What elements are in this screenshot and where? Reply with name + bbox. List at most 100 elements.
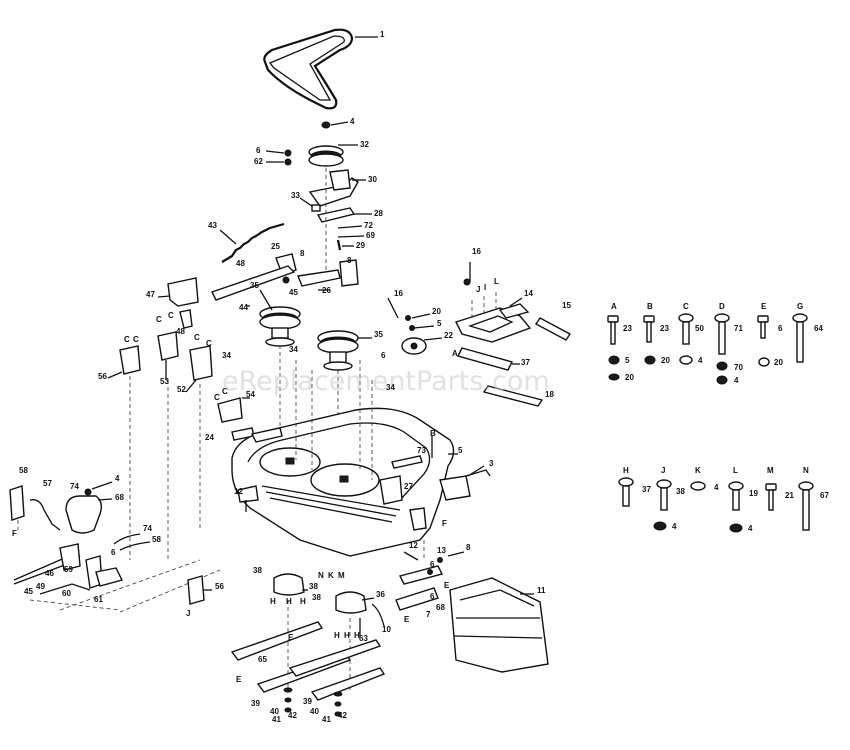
callout-part-5: 5 [437, 319, 442, 328]
nut-70 [716, 361, 728, 371]
hw-label: 4 [698, 356, 703, 365]
legend-letter-M: M [767, 466, 774, 475]
callout-part-65: 65 [258, 655, 267, 664]
bolt-H [618, 477, 634, 507]
ref-letter: C [168, 311, 174, 320]
ref-letter: B [430, 429, 436, 438]
bolt-G [792, 313, 808, 363]
callout-part-11: 11 [537, 586, 546, 595]
callout-part-16: 16 [472, 247, 481, 256]
ref-letter: I [484, 283, 486, 292]
callout-part-10: 10 [382, 625, 391, 634]
ref-letter: H [286, 597, 292, 606]
blade-pulley-left [259, 289, 301, 460]
callout-part-40: 40 [310, 707, 319, 716]
callout-part-41: 41 [322, 715, 331, 724]
callout-part-73: 73 [417, 446, 426, 455]
ref-letter: N [318, 571, 324, 580]
ref-letter: J [186, 609, 190, 618]
ref-letter: H [300, 597, 306, 606]
spring-43 [219, 222, 285, 263]
legend-letter-J: J [661, 466, 665, 475]
hardware-6-62 [265, 149, 292, 166]
callout-part-13: 13 [437, 546, 446, 555]
callout-part-37: 37 [521, 358, 530, 367]
callout-part-46: 46 [45, 569, 54, 578]
callout-part-38: 38 [253, 566, 262, 575]
callout-part-20: 20 [432, 307, 441, 316]
hw-label: 20 [661, 356, 670, 365]
ref-letter: C [206, 339, 212, 348]
washer-20c [758, 357, 770, 367]
callout-part-14: 14 [524, 289, 533, 298]
hardware-legend: A B C D E G H J K L M N 23 23 50 71 6 64… [607, 302, 829, 533]
washer-20a [608, 373, 620, 381]
callout-part-18: 18 [545, 390, 554, 399]
callout-part-28: 28 [374, 209, 383, 218]
legend-part-C: 50 [695, 324, 704, 333]
callout-part-1: 1 [380, 30, 385, 39]
callout-part-6: 6 [111, 548, 116, 557]
callout-part-72: 72 [364, 221, 373, 230]
ref-letter: C [222, 387, 228, 396]
callout-part-38: 38 [309, 582, 318, 591]
callout-part-57: 57 [43, 479, 52, 488]
ref-letter: E [444, 581, 450, 590]
legend-part-M: 21 [785, 491, 794, 500]
callout-part-41: 41 [272, 715, 281, 724]
legend-letter-H: H [623, 466, 629, 475]
callout-part-45: 45 [289, 288, 298, 297]
front-linkage [395, 540, 549, 673]
nut-4d [729, 523, 743, 533]
callout-part-34: 34 [289, 345, 298, 354]
callout-part-45: 45 [24, 587, 33, 596]
legend-letter-N: N [803, 466, 809, 475]
callout-part-4: 4 [350, 117, 355, 126]
callout-part-8: 8 [347, 256, 352, 265]
callout-part-35: 35 [250, 281, 259, 290]
legend-part-J: 38 [676, 487, 685, 496]
watermark: eReplacementParts.com [222, 366, 550, 397]
pulley-32 [308, 121, 358, 167]
bolt-B [643, 315, 655, 343]
callout-part-27: 27 [404, 482, 413, 491]
callout-part-25: 25 [271, 242, 280, 251]
callout-part-48: 48 [176, 327, 185, 336]
ref-letter: H [270, 597, 276, 606]
legend-part-A: 23 [623, 324, 632, 333]
hw-label: 20 [625, 373, 634, 382]
lift-bracket-14 [455, 262, 572, 407]
callout-part-44: 44 [239, 303, 248, 312]
callout-part-49: 49 [36, 582, 45, 591]
left-brackets [107, 331, 255, 560]
callout-part-32: 32 [360, 140, 369, 149]
callout-part-33: 33 [291, 191, 300, 200]
callout-part-63: 63 [359, 634, 368, 643]
ref-letter: C [156, 315, 162, 324]
legend-letter-E: E [761, 302, 767, 311]
callout-part-38: 38 [312, 593, 321, 602]
callout-part-59: 59 [64, 565, 73, 574]
callout-part-4: 4 [115, 474, 120, 483]
ref-letter: H [344, 631, 350, 640]
callout-part-3: 3 [489, 459, 494, 468]
callout-part-42: 42 [338, 711, 347, 720]
bolt-M [765, 483, 777, 511]
hw-label: 4 [734, 376, 739, 385]
callout-part-34: 34 [386, 383, 395, 392]
ref-letter: M [338, 571, 345, 580]
ref-letter: C [124, 335, 130, 344]
legend-letter-B: B [647, 302, 653, 311]
bolt-N [798, 481, 814, 531]
callout-part-12: 12 [234, 487, 243, 496]
callout-part-53: 53 [160, 377, 169, 386]
callout-part-12: 12 [409, 541, 418, 550]
ref-letter: J [476, 285, 480, 294]
callout-part-58: 58 [19, 466, 28, 475]
ref-letter: K [328, 571, 334, 580]
nut-K [690, 481, 706, 491]
ref-letter: E [236, 675, 242, 684]
ref-letter: L [494, 277, 499, 286]
callout-part-39: 39 [251, 699, 260, 708]
legend-part-G: 64 [814, 324, 823, 333]
